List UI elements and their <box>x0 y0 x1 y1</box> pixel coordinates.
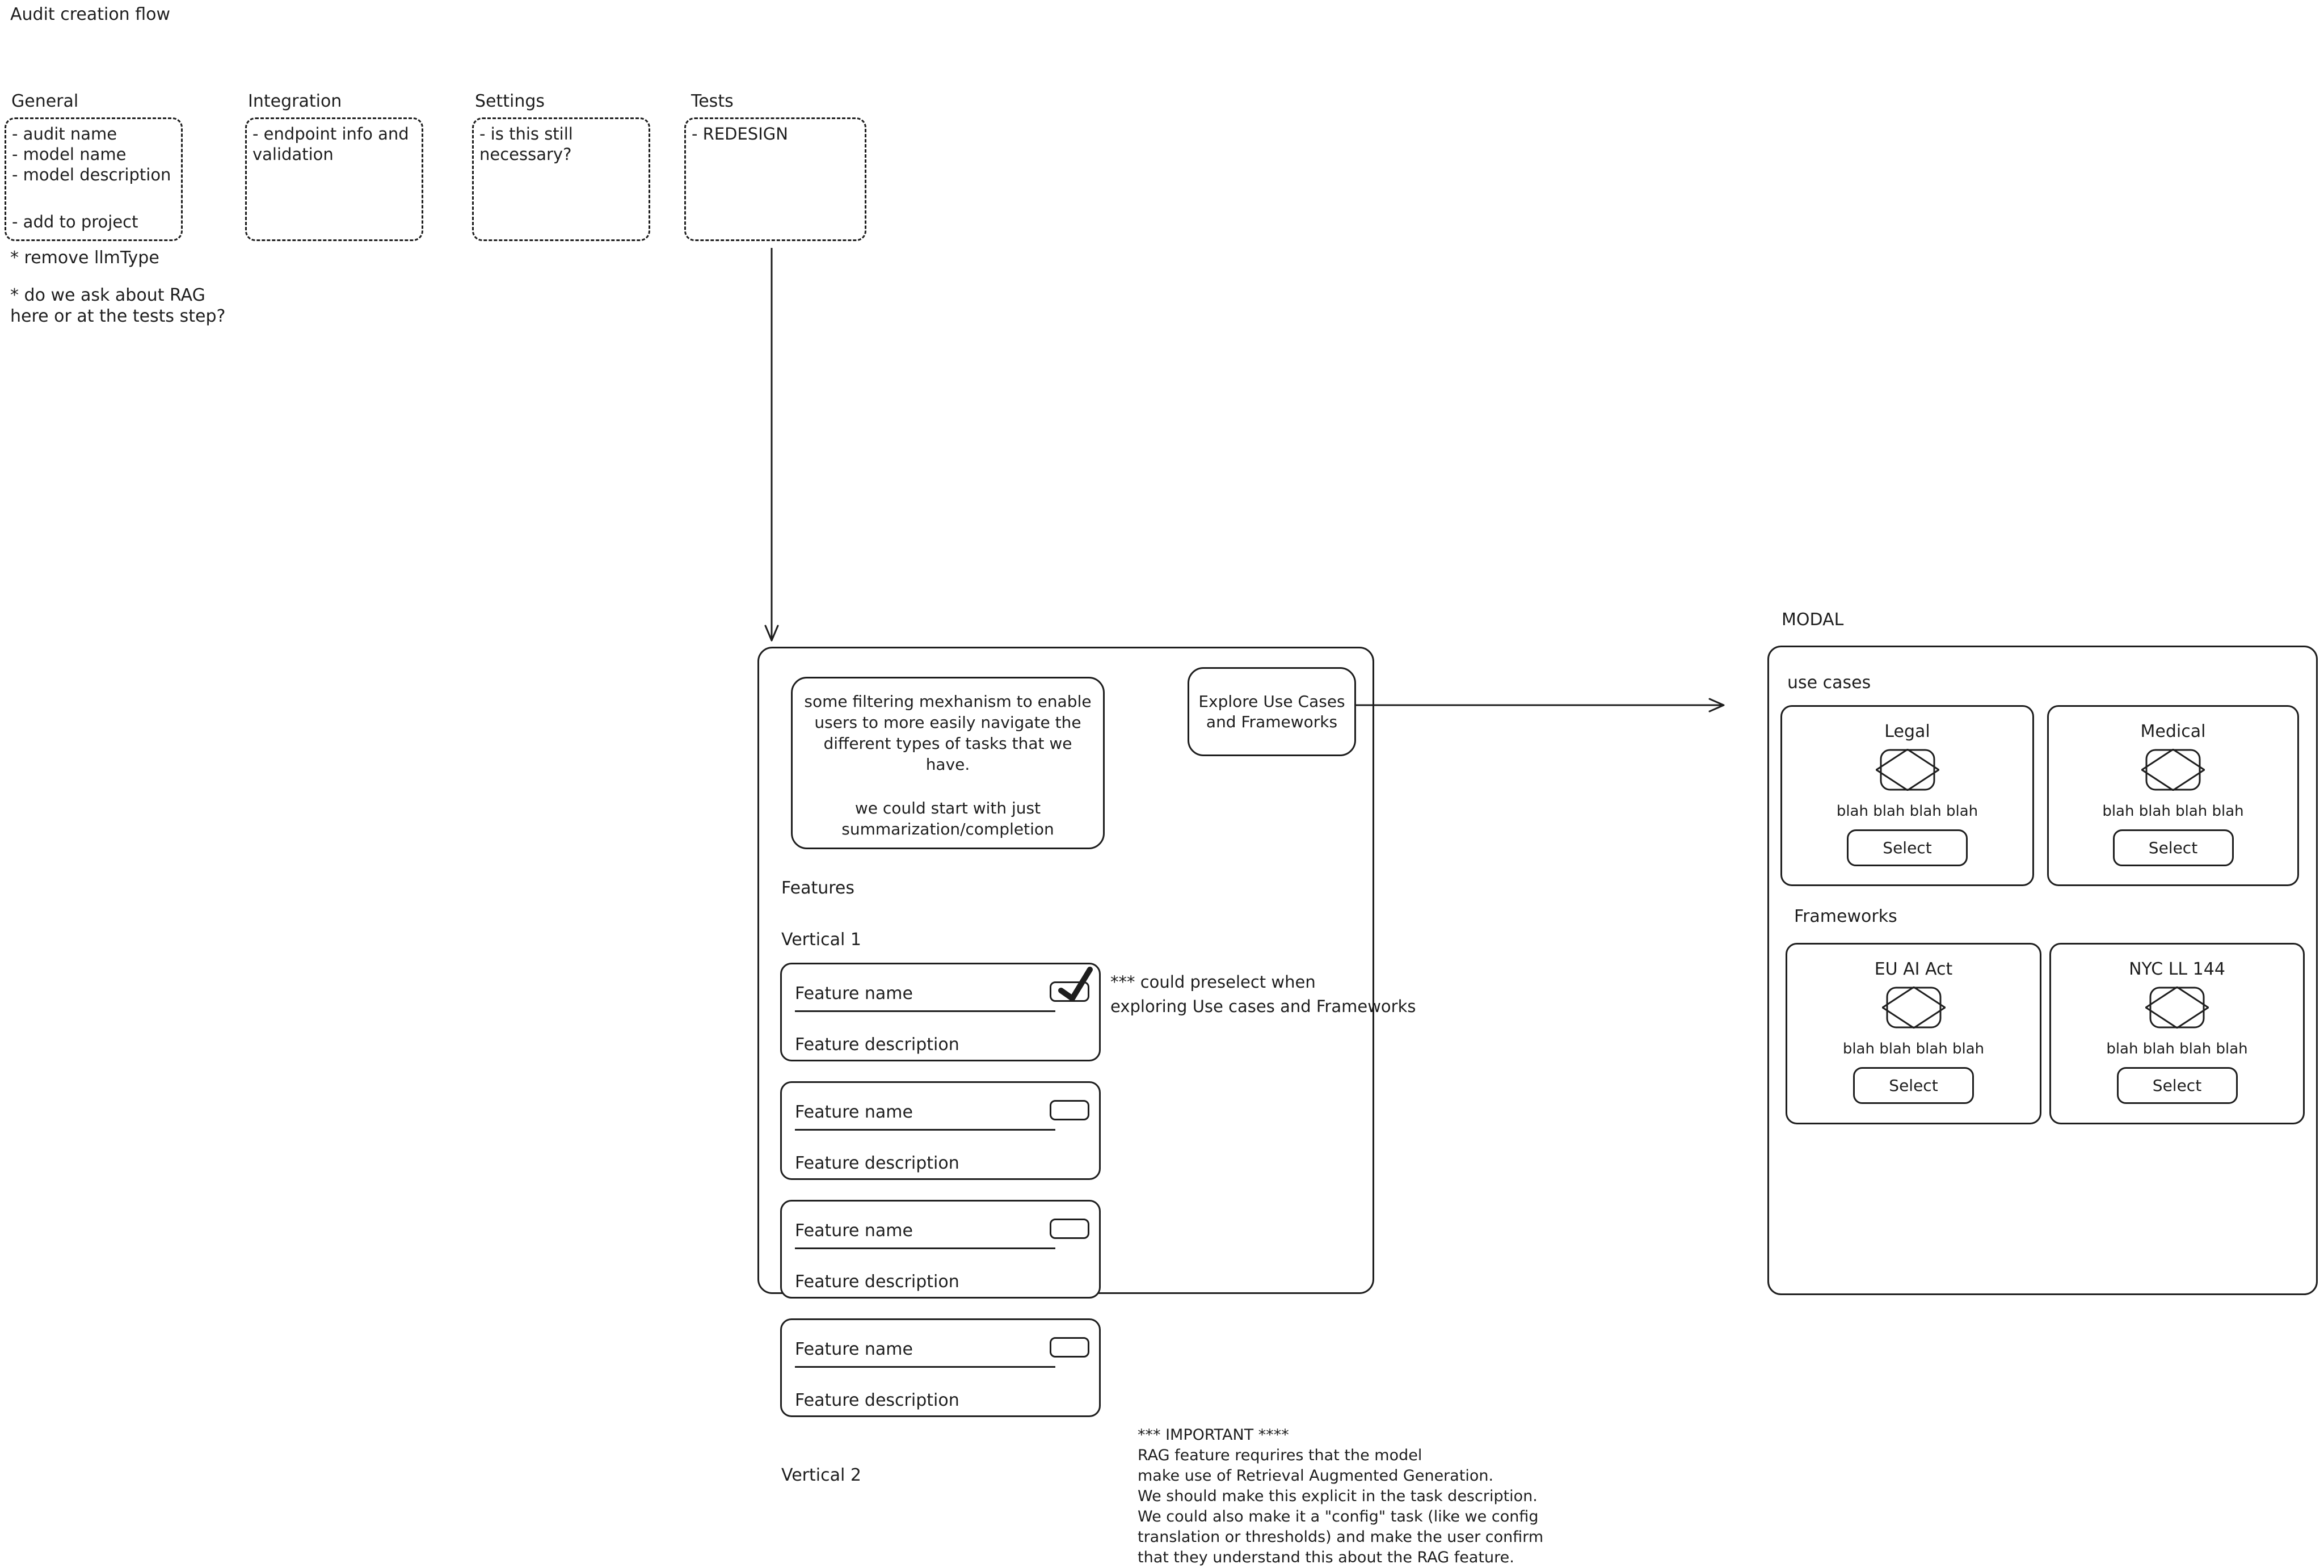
features-label: Features <box>781 878 854 898</box>
select-button[interactable]: Select <box>2112 829 2234 866</box>
filtering-note-line: users to more easily navigate the <box>814 713 1081 732</box>
step-item: - is this still <box>479 124 573 144</box>
image-placeholder-icon <box>2141 749 2205 791</box>
feature-checkbox[interactable] <box>1050 1337 1089 1358</box>
filtering-note-line: different types of tasks that we <box>823 734 1072 753</box>
feature-card: Feature name Feature description <box>780 1318 1101 1417</box>
important-note-line: make use of Retrieval Augmented Generati… <box>1138 1467 1494 1485</box>
important-note-line: We should make this explicit in the task… <box>1138 1487 1538 1505</box>
divider <box>795 1129 1055 1131</box>
filtering-note-line: we could start with just <box>854 799 1041 817</box>
feature-description: Feature description <box>795 1272 959 1292</box>
step-item: - add to project <box>12 212 138 231</box>
step-item: necessary? <box>479 145 572 164</box>
important-note-line: that they understand this about the RAG … <box>1138 1549 1514 1566</box>
important-note: *** IMPORTANT **** RAG feature requrires… <box>1138 1425 1543 1568</box>
image-placeholder-icon <box>2145 987 2209 1029</box>
feature-description: Feature description <box>795 1035 959 1055</box>
card-description: blah blah blah blah <box>1842 1040 1985 1057</box>
note-remove-llmtype: * remove llmType <box>10 248 159 268</box>
feature-checkbox[interactable] <box>1050 1100 1089 1120</box>
framework-card-eu-ai-act: EU AI Act blah blah blah blah Select <box>1786 943 2041 1124</box>
select-button[interactable]: Select <box>2116 1067 2238 1104</box>
use-cases-label: use cases <box>1787 673 1871 693</box>
step-item: - model description <box>12 165 171 184</box>
step-label-integration: Integration <box>248 91 342 111</box>
note-rag-question-line2: here or at the tests step? <box>10 306 226 326</box>
vertical1-label: Vertical 1 <box>781 930 861 950</box>
important-note-line: RAG feature requrires that the model <box>1138 1447 1422 1464</box>
card-title: EU AI Act <box>1874 959 1953 979</box>
page-title: Audit creation flow <box>10 5 171 24</box>
divider <box>795 1247 1055 1249</box>
step-item: - model name <box>12 145 127 164</box>
framework-card-nyc-ll-144: NYC LL 144 blah blah blah blah Select <box>2049 943 2305 1124</box>
step-item: validation <box>252 145 334 164</box>
modal-label: MODAL <box>1782 610 1844 630</box>
use-case-card-medical: Medical blah blah blah blah Select <box>2047 705 2299 886</box>
step-item: - endpoint info and <box>252 124 409 144</box>
preselect-note-line1: *** could preselect when <box>1110 972 1316 992</box>
image-placeholder-icon <box>1881 987 1946 1029</box>
feature-name: Feature name <box>795 1102 913 1122</box>
step-label-general: General <box>11 91 79 111</box>
checkmark-icon <box>1058 967 1093 1001</box>
filtering-note: some filtering mexhanism to enable users… <box>791 677 1105 849</box>
explore-use-cases-button[interactable]: Explore Use Cases and Frameworks <box>1188 667 1356 756</box>
explore-button-label-line1: Explore Use Cases <box>1198 692 1345 711</box>
step-label-tests: Tests <box>691 91 734 111</box>
select-button[interactable]: Select <box>1847 829 1968 866</box>
feature-card: Feature name Feature description <box>780 1200 1101 1299</box>
image-placeholder-icon <box>1875 749 1939 791</box>
card-description: blah blah blah blah <box>2106 1040 2248 1057</box>
step-item: - REDESIGN <box>692 124 788 144</box>
card-title: Medical <box>2140 722 2206 741</box>
step-item: - audit name <box>12 124 117 144</box>
feature-description: Feature description <box>795 1390 959 1410</box>
feature-checkbox[interactable] <box>1050 1219 1089 1239</box>
divider <box>795 1366 1055 1368</box>
card-description: blah blah blah blah <box>1836 803 1978 820</box>
step-label-settings: Settings <box>475 91 545 111</box>
important-note-line: translation or thresholds) and make the … <box>1138 1528 1544 1546</box>
card-title: Legal <box>1884 722 1930 741</box>
card-title: NYC LL 144 <box>2129 959 2225 979</box>
divider <box>795 1010 1055 1012</box>
explore-button-label-line2: and Frameworks <box>1206 712 1338 731</box>
step-box-general: - audit name - model name - model descri… <box>5 117 183 241</box>
step-box-integration: - endpoint info and validation <box>245 117 423 241</box>
filtering-note-line: have. <box>925 755 970 774</box>
feature-name: Feature name <box>795 1339 913 1359</box>
feature-description: Feature description <box>795 1153 959 1173</box>
important-note-line: We could also make it a "config" task (l… <box>1138 1508 1539 1525</box>
vertical2-label: Vertical 2 <box>781 1465 861 1485</box>
feature-name: Feature name <box>795 984 913 1004</box>
note-rag-question-line1: * do we ask about RAG <box>10 285 205 305</box>
filtering-note-line: summarization/completion <box>841 820 1054 838</box>
card-description: blah blah blah blah <box>2102 803 2244 820</box>
frameworks-label: Frameworks <box>1794 907 1897 926</box>
feature-name: Feature name <box>795 1221 913 1241</box>
flow-arrow-right <box>1356 698 1725 713</box>
flow-arrow-down <box>764 248 779 642</box>
important-note-line: *** IMPORTANT **** <box>1138 1426 1289 1444</box>
step-box-settings: - is this still necessary? <box>472 117 650 241</box>
use-case-card-legal: Legal blah blah blah blah Select <box>1780 705 2034 886</box>
step-box-tests: - REDESIGN <box>684 117 866 241</box>
select-button[interactable]: Select <box>1853 1067 1974 1104</box>
preselect-note-line2: exploring Use cases and Frameworks <box>1110 997 1416 1016</box>
filtering-note-line: some filtering mexhanism to enable <box>804 692 1092 711</box>
feature-card: Feature name Feature description <box>780 1081 1101 1180</box>
feature-card: Feature name Feature description <box>780 963 1101 1061</box>
